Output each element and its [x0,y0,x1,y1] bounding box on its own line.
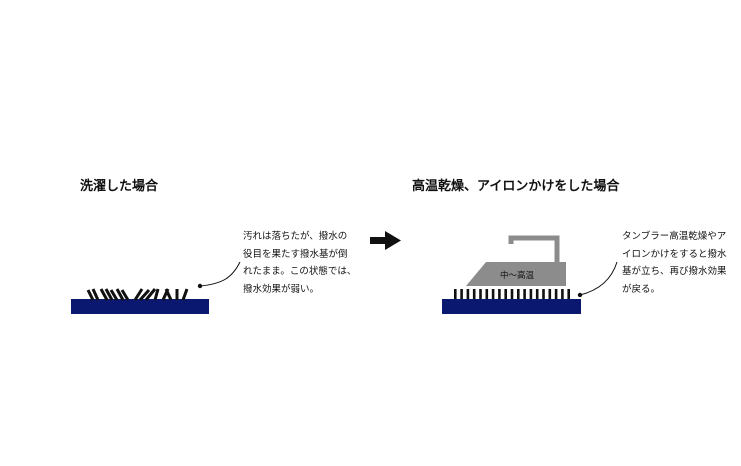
fiber [510,289,514,300]
left-caption: 汚れは落ちたが、撥水の 役目を果たす撥水基が倒 れたまま。この状態では、 撥水効… [243,231,357,295]
fiber [153,288,160,301]
fiber [485,289,489,300]
fiber [144,288,157,301]
fiber [109,289,119,301]
fiber [91,288,100,301]
fiber [504,289,507,300]
fabric-base-right [442,299,581,314]
fiber [542,289,545,300]
fiber [138,288,151,302]
right-callout-line [579,261,618,296]
right-callout-dot [577,292,583,298]
fiber [535,289,539,300]
right-title: 高温乾燥、アイロンかけをした場合 [412,179,620,194]
fiber [498,289,501,300]
fiber [491,289,495,300]
fiber [115,288,125,301]
standing-fibers [454,289,570,300]
iron-temperature-label: 中～高温 [500,270,535,281]
fiber [479,289,482,300]
right-caption: タンブラー高温乾燥やア イロンかけをすると撥水 基が立ち、再び撥水効果 が戻る。 [622,231,727,295]
fiber [472,289,476,300]
fiber [164,288,173,301]
fiber [523,289,526,300]
fiber [99,288,109,301]
fiber [561,289,564,300]
fiber [529,289,533,300]
fiber [104,288,114,301]
fiber [454,289,457,300]
fiber [181,288,189,301]
fiber [554,289,558,300]
left-title: 洗濯した場合 [80,179,159,194]
iron-icon: 中～高温 [466,235,566,286]
fiber [517,289,520,300]
fiber [567,289,570,300]
fabric-base-left [71,299,209,314]
fiber [86,289,95,301]
fiber [548,289,552,300]
fiber [120,289,130,301]
fiber [460,289,463,300]
right-arrow-icon [370,231,401,250]
left-callout-dot [197,283,203,289]
fallen-fibers [86,288,189,302]
fiber [133,288,144,301]
left-callout-line [199,261,241,287]
fiber [466,289,470,300]
